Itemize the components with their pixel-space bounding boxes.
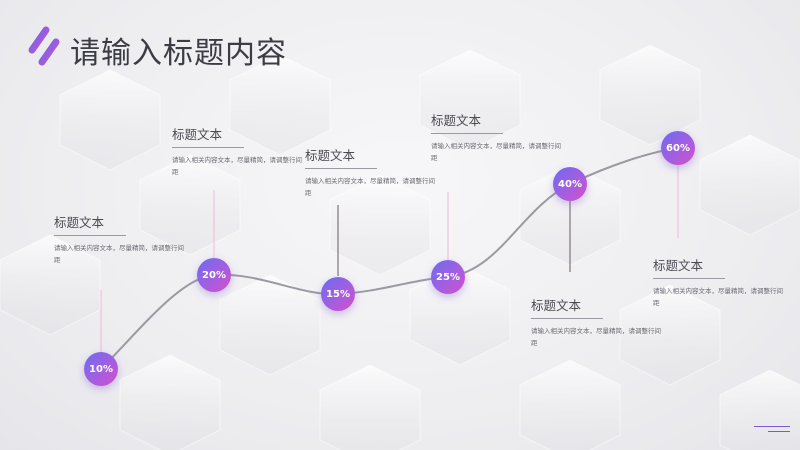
label-title: 标题文本 xyxy=(54,212,126,236)
label-desc: 请输入相关内容文本，尽量精简，请调整行间距 xyxy=(531,327,661,347)
milestone-label-3: 标题文本 请输入相关内容文本，尽量精简，请调整行间距 xyxy=(305,145,435,199)
milestone-label-1: 标题文本 请输入相关内容文本，尽量精简，请调整行间距 xyxy=(54,212,184,266)
milestone-label-4: 标题文本 请输入相关内容文本，尽量精简，请调整行间距 xyxy=(431,110,561,164)
label-title: 标题文本 xyxy=(305,145,377,169)
brand-logo-icon xyxy=(28,26,60,66)
milestone-node-5: 40% xyxy=(553,167,587,201)
milestone-node-1: 10% xyxy=(84,352,118,386)
corner-decoration xyxy=(754,422,790,432)
label-title: 标题文本 xyxy=(431,110,503,134)
milestone-label-5: 标题文本 请输入相关内容文本，尽量精简，请调整行间距 xyxy=(531,295,661,349)
label-title: 标题文本 xyxy=(653,255,725,279)
label-desc: 请输入相关内容文本，尽量精简，请调整行间距 xyxy=(305,177,435,197)
milestone-node-2: 20% xyxy=(197,258,231,292)
milestone-node-6: 60% xyxy=(661,131,695,165)
page-title: 请输入标题内容 xyxy=(70,36,287,71)
label-title: 标题文本 xyxy=(172,124,244,148)
label-desc: 请输入相关内容文本，尽量精简，请调整行间距 xyxy=(653,287,783,307)
milestone-node-4: 25% xyxy=(431,260,465,294)
label-title: 标题文本 xyxy=(531,295,603,319)
milestone-label-2: 标题文本 请输入相关内容文本，尽量精简，请调整行间距 xyxy=(172,124,302,178)
milestone-label-6: 标题文本 请输入相关内容文本，尽量精简，请调整行间距 xyxy=(653,255,783,309)
label-desc: 请输入相关内容文本，尽量精简，请调整行间距 xyxy=(54,244,184,264)
label-desc: 请输入相关内容文本，尽量精简，请调整行间距 xyxy=(172,156,302,176)
label-desc: 请输入相关内容文本，尽量精简，请调整行间距 xyxy=(431,142,561,162)
milestone-node-3: 15% xyxy=(321,277,355,311)
